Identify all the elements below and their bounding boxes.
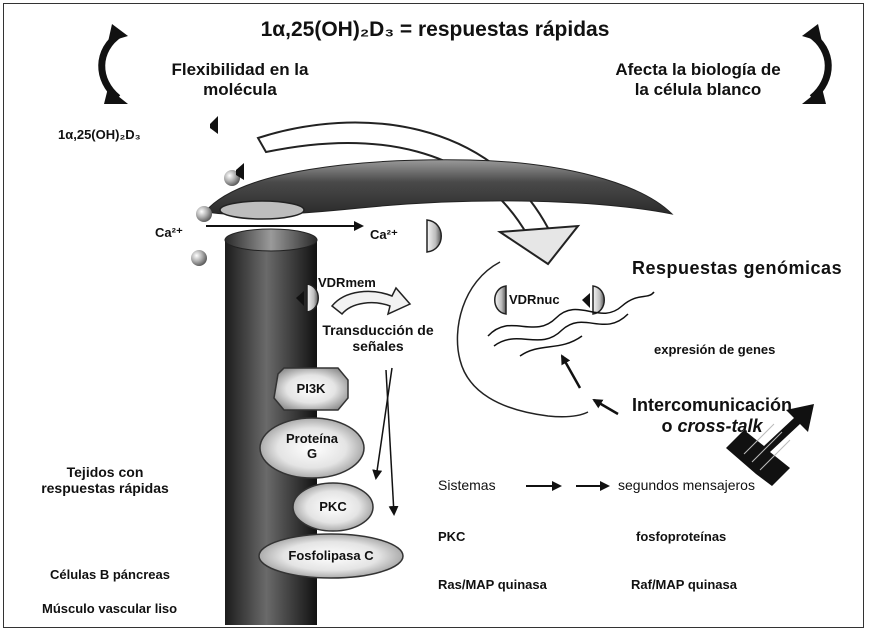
respuestas-genomicas-label: Respuestas genómicas — [632, 258, 842, 279]
musculo-label: Músculo vascular liso — [42, 602, 177, 617]
calcium-ion — [191, 250, 207, 266]
page-title: 1α,25(OH)₂D₃ = respuestas rápidas — [240, 18, 630, 42]
target-cell-label: Afecta la biología de la célula blanco — [598, 60, 798, 99]
raf-map-label: Raf/MAP quinasa — [631, 578, 737, 593]
ligand-icon — [210, 116, 218, 134]
segundos-mensajeros-label: segundos mensajeros — [618, 477, 755, 493]
flexibility-label: Flexibilidad en la molécula — [150, 60, 330, 99]
crosstalk-label: Intercomunicación o cross-talk — [612, 395, 812, 436]
pkc-system-label: PKC — [438, 530, 465, 545]
fosfoproteinas-label: fosfoproteínas — [636, 530, 726, 545]
sistemas-label: Sistemas — [438, 477, 496, 493]
vdr-mem-label: VDRmem — [318, 276, 376, 291]
vdr-nuc-label: VDRnuc — [509, 293, 560, 308]
transduction-arrow-b — [386, 370, 394, 514]
curved-arrow-right-icon — [802, 24, 828, 104]
signal-curved-arrow — [332, 288, 410, 314]
transduccion-label: Transducción de señales — [318, 322, 438, 354]
tejidos-label: Tejidos con respuestas rápidas — [30, 464, 180, 496]
pkc-node-label: PKC — [293, 499, 373, 514]
membrane-caveola — [220, 201, 304, 219]
vdr-nuc-receptor-icon — [495, 286, 506, 314]
ligand-label: 1α,25(OH)₂D₃ — [58, 128, 141, 143]
fosfolipasa-c-label: Fosfolipasa C — [259, 548, 403, 563]
proteina-g-label: Proteína G — [260, 432, 364, 462]
calcium-label-left: Ca²⁺ — [155, 226, 183, 241]
membrane-column-top — [225, 229, 317, 251]
pi3k-label: PI3K — [274, 381, 348, 396]
ligand-to-nucleus-arrowhead — [500, 226, 578, 264]
ras-map-label: Ras/MAP quinasa — [438, 578, 547, 593]
curved-arrow-left-icon — [102, 24, 128, 104]
calcium-channel-icon — [427, 220, 441, 252]
arrow-to-dna — [562, 356, 580, 388]
calcium-label-right: Ca²⁺ — [370, 228, 398, 243]
celulas-b-label: Células B páncreas — [50, 568, 170, 583]
calcium-ion — [196, 206, 212, 222]
expresion-genes-label: expresión de genes — [654, 343, 775, 358]
vdr-nuc-ligand-receptor-icon — [582, 286, 604, 314]
